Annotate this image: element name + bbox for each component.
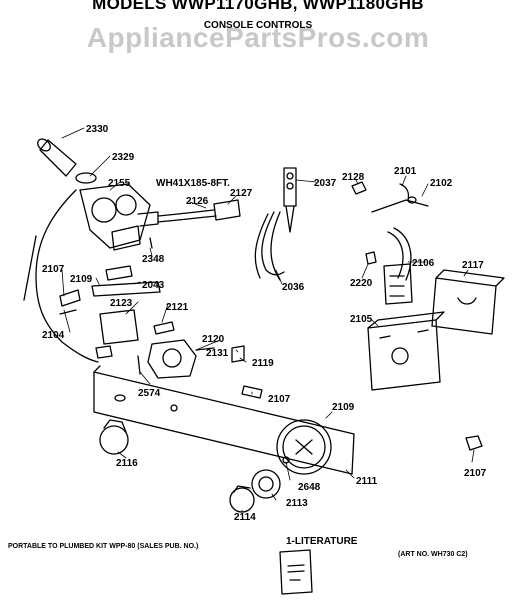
label-2107-top: 2107 [42,264,65,275]
label-2116: 2116 [116,458,138,469]
lamp-2131 [231,345,245,363]
label-literature: 1-LITERATURE [286,536,358,547]
knob-2116 [99,419,129,455]
label-2648: 2648 [298,482,321,493]
label-2102: 2102 [430,178,453,189]
label-2119: 2119 [252,358,274,369]
harness-2106 [383,227,413,305]
label-2121: 2121 [166,302,189,313]
kit-note: PORTABLE TO PLUMBED KIT WPP-80 (SALES PU… [8,543,199,550]
label-2128: 2128 [342,172,365,183]
wire-bundle-2036 [254,211,285,281]
label-2127: 2127 [230,188,253,199]
label-2117: 2117 [462,260,484,271]
label-2106: 2106 [412,258,435,269]
label-2348: 2348 [142,254,165,265]
water-valve-2155 [79,183,159,251]
label-2155: 2155 [108,178,131,189]
leader-lines [61,127,475,513]
label-2574: 2574 [138,388,161,399]
washer-2329 [75,172,97,184]
label-2107-middle: 2107 [268,394,291,405]
inlet-hose-2330 [37,138,77,177]
label-2037: 2037 [314,178,337,189]
clip-2121 [153,321,175,335]
wire-lead-left [23,235,37,301]
lead-2101 [371,183,429,213]
label-2329: 2329 [112,152,135,163]
diagram-title: MODELS WWP1170GHB, WWP1180GHB [92,0,424,13]
label-2330: 2330 [86,124,109,135]
clip-2107-middle [241,385,263,399]
label-2126: 2126 [186,196,209,207]
screw-2348 [149,237,153,249]
wire-harness-left [35,189,99,363]
label-2220: 2220 [350,278,373,289]
switch-2123 [95,309,139,359]
label-2123: 2123 [110,298,133,309]
label-2131: 2131 [206,348,229,359]
label-2120: 2120 [202,334,225,345]
wire-callout: WH41X185-8FT. [156,178,230,189]
timer-2105 [367,311,445,391]
label-2113: 2113 [286,498,308,509]
art-number: (ART NO. WH730 C2) [398,551,468,558]
console-panel-2111 [93,365,355,475]
knob-2113 [251,469,281,499]
label-2104: 2104 [42,330,65,341]
cover-2117 [431,269,505,335]
literature-booklet [279,549,313,595]
label-2114: 2114 [234,512,256,523]
knob-2114 [229,485,255,513]
diagram-subtitle: CONSOLE CONTROLS [203,20,313,31]
label-2036: 2036 [282,282,305,293]
label-2111: 2111 [356,476,378,487]
clip-2104 [59,289,81,307]
label-2105: 2105 [350,314,373,325]
watermark: AppliancePartsPros.com [86,22,430,53]
label-2109-middle: 2109 [332,402,355,413]
label-2101: 2101 [394,166,417,177]
screw-2574 [137,355,141,375]
label-2109-top: 2109 [70,274,93,285]
tube-2037 [283,167,297,233]
connector-lead [59,309,77,315]
label-2107-right: 2107 [464,468,487,479]
clip-2220 [365,251,377,265]
label-2043: 2043 [142,280,165,291]
fill-hose-2126 [157,199,241,223]
terminal-2128 [351,181,367,195]
clip-2107-right [465,435,483,451]
pressure-switch-2120 [147,339,215,379]
